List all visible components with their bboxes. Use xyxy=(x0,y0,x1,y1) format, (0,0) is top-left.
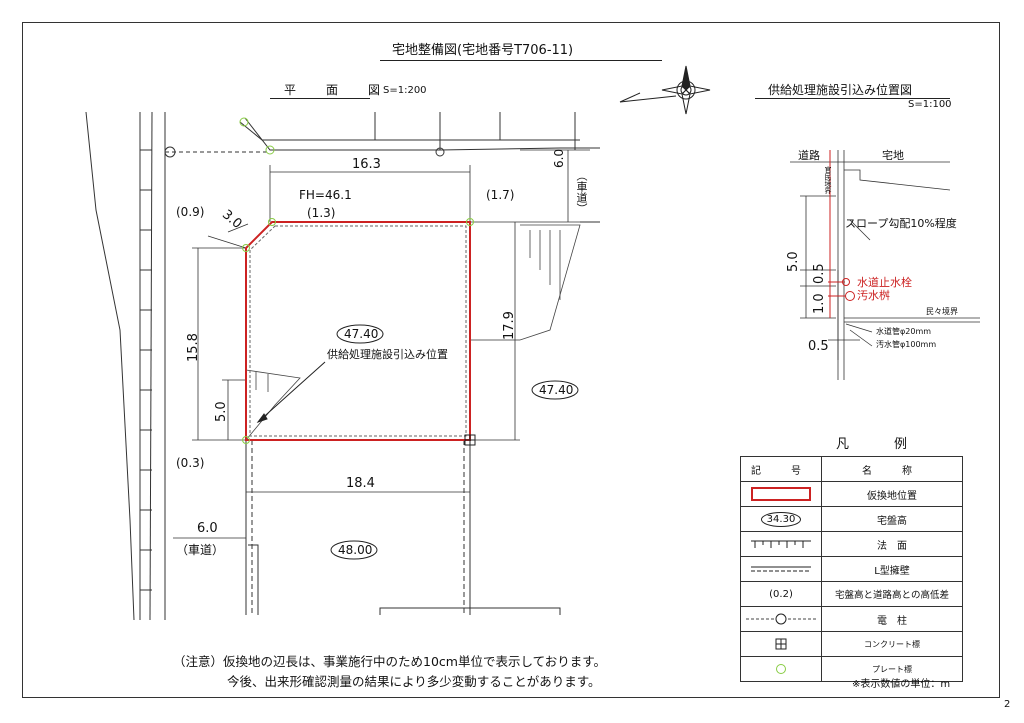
west-road-label: （車道） xyxy=(176,543,225,557)
detail-lot-label: 宅地 xyxy=(882,149,904,162)
legend-row: 仮換地位置 xyxy=(740,481,963,507)
detail-dim-05v: 0.5 xyxy=(812,263,827,284)
elevation-ellipse-icon: 34.30 xyxy=(760,511,802,527)
plan-heading: 平 面 図 xyxy=(284,83,390,97)
drawing-frame xyxy=(22,22,1000,698)
detail-dim-05h: 0.5 xyxy=(808,339,829,354)
legend-row: プレート標 xyxy=(740,656,963,682)
red-rectangle-icon xyxy=(751,487,811,501)
legend-row-name: プレート標 xyxy=(821,656,963,682)
slope-symbol-icon xyxy=(751,540,811,548)
detail-slope-label: スロープ勾配10%程度 xyxy=(845,217,957,230)
markers xyxy=(242,218,476,446)
dimension-lines xyxy=(173,149,590,539)
west-road xyxy=(85,111,270,621)
detail-heading: 供給処理施設引込み位置図 xyxy=(768,83,913,97)
legend-row: 法 面 xyxy=(740,531,963,557)
detail-road-label: 道路 xyxy=(798,149,820,162)
elevation-south: 48.00 xyxy=(338,543,373,557)
north-road xyxy=(239,112,600,223)
title-underline xyxy=(380,60,662,61)
water-pipe-label: 水道管φ20mm xyxy=(876,327,932,336)
south-lot-lines xyxy=(245,440,561,615)
detail-heading-underline xyxy=(755,98,950,99)
legend-row-name: コンクリート標 xyxy=(821,631,963,657)
north-road-label: （車道） xyxy=(575,170,588,214)
page-number: 2 xyxy=(1004,699,1011,710)
elevation-lot: 47.40 xyxy=(344,327,379,341)
drawing-title: 宅地整備図(宅地番号T706-11) xyxy=(392,43,574,58)
detail-dim-10: 1.0 xyxy=(812,293,827,314)
legend-row-symbol: (0.2) xyxy=(740,581,822,607)
diff-top-right: (1.7) xyxy=(486,188,515,202)
plan-scale: S=1:200 xyxy=(383,85,427,96)
legend-header: 記 号 名 称 xyxy=(740,456,963,482)
dim-north-road: 6.0 xyxy=(552,148,566,168)
legend-row: 電 柱 xyxy=(740,606,963,632)
legend-row-name: 仮換地位置 xyxy=(821,481,963,507)
legend-header-name: 名 称 xyxy=(821,456,963,482)
concrete-marker-icon xyxy=(775,638,787,650)
legend-row: コンクリート標 xyxy=(740,631,963,657)
lot-outline xyxy=(245,221,471,441)
detail-boundary-label: 官民境界 xyxy=(824,166,832,194)
legend-table: 記 号 名 称 仮換地位置 34.30 宅盤高 法 面 L型擁壁 (0.2) 宅… xyxy=(740,456,963,682)
supply-leader xyxy=(256,361,326,423)
sewer-pipe-label: 汚水管φ100mm xyxy=(876,340,937,349)
plan-heading-underline xyxy=(270,98,370,99)
note-line-1: （注意）仮換地の辺長は、事業施行中のため10cm単位で表示しております。 xyxy=(173,654,606,669)
legend-row: (0.2) 宅盤高と道路高との高低差 xyxy=(740,581,963,607)
legend-header-symbol: 記 号 xyxy=(740,456,822,482)
dim-west-road: 6.0 xyxy=(197,521,218,536)
diff-top-left: (0.9) xyxy=(176,205,205,219)
utility-pole-icon xyxy=(746,613,816,625)
detail-dim-50: 5.0 xyxy=(786,251,801,272)
unit-note: ※表示数値の単位：m xyxy=(852,679,951,690)
private-boundary-label: 民々境界 xyxy=(926,307,958,316)
detail-pipes xyxy=(828,150,855,318)
elevation-east: 47.40 xyxy=(539,383,574,397)
legend-row-name: L型擁壁 xyxy=(821,556,963,582)
detail-scale: S=1:100 xyxy=(908,99,952,110)
dim-left-height: 15.8 xyxy=(186,333,201,362)
legend-title: 凡 例 xyxy=(836,437,924,452)
dim-top-width: 16.3 xyxy=(352,157,381,172)
fh-label: FH=46.1 xyxy=(299,188,352,202)
dim-right-height: 17.9 xyxy=(502,311,517,340)
supply-location-label: 供給処理施設引込み位置 xyxy=(327,348,448,361)
water-valve-label: 水道止水栓 xyxy=(857,276,912,289)
legend-row: 34.30 宅盤高 xyxy=(740,506,963,532)
dim-inner-offset: 5.0 xyxy=(214,401,229,422)
elevation-ellipses xyxy=(330,324,579,560)
sewer-box-label: 汚水桝 xyxy=(857,289,890,302)
diff-bottom-left: (0.3) xyxy=(176,456,205,470)
slope-hatching xyxy=(245,224,581,441)
diff-top-mid: (1.3) xyxy=(307,206,336,220)
legend-row: L型擁壁 xyxy=(740,556,963,582)
l-retaining-wall-icon xyxy=(751,566,811,571)
legend-row-name: 宅盤高と道路高との高低差 xyxy=(821,581,963,607)
legend-row-name: 宅盤高 xyxy=(821,506,963,532)
legend-row-name: 法 面 xyxy=(821,531,963,557)
plate-marker-icon xyxy=(776,664,786,674)
note-line-2: 今後、出来形確認測量の結果により多少変動することがあります。 xyxy=(227,674,601,689)
detail-leaders xyxy=(845,323,873,347)
north-arrow-icon xyxy=(619,65,711,115)
legend-row-name: 電 柱 xyxy=(821,606,963,632)
dim-bottom-width: 18.4 xyxy=(346,476,375,491)
